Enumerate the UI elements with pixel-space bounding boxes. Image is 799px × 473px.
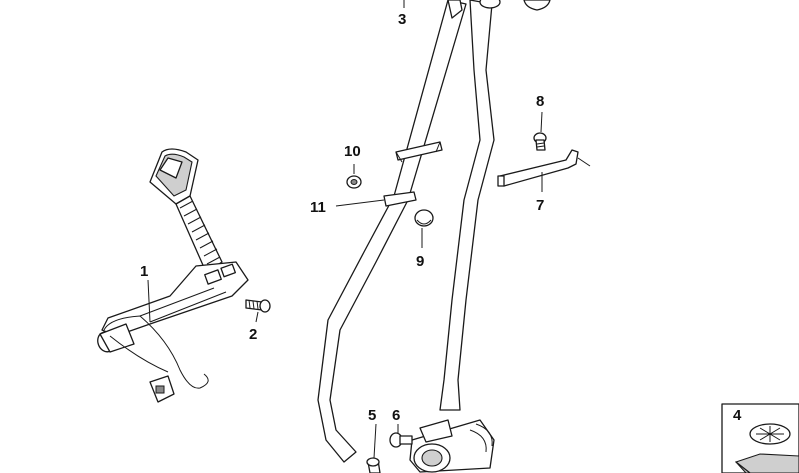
holder-bracket[interactable] [497, 149, 591, 187]
callout-4: 4 [733, 407, 742, 424]
callout-3: 3 [398, 11, 406, 28]
leader-lines [147, 0, 543, 459]
callout-1: 1 [140, 263, 148, 280]
seat-belt-strap[interactable] [317, 0, 501, 473]
callout-6: 6 [392, 407, 400, 424]
callout-2: 2 [249, 326, 257, 343]
retractor-bolt[interactable] [389, 432, 413, 448]
retractor-screw[interactable] [366, 457, 381, 473]
anchor-cap [523, 0, 551, 11]
washer[interactable] [346, 175, 362, 189]
callout-7: 7 [536, 197, 544, 214]
clip-kit-inset[interactable] [721, 403, 799, 473]
callout-11: 11 [310, 199, 326, 216]
callout-10: 10 [344, 143, 361, 160]
callout-8: 8 [536, 93, 544, 110]
strap-guide-clip[interactable] [383, 191, 417, 207]
belt-buckle-receptacle[interactable] [95, 148, 249, 403]
bracket-bolt[interactable] [533, 132, 547, 151]
cover-cap[interactable] [414, 209, 434, 227]
callout-9: 9 [416, 253, 424, 270]
callout-5: 5 [368, 407, 376, 424]
buckle-bolt[interactable] [245, 299, 271, 313]
